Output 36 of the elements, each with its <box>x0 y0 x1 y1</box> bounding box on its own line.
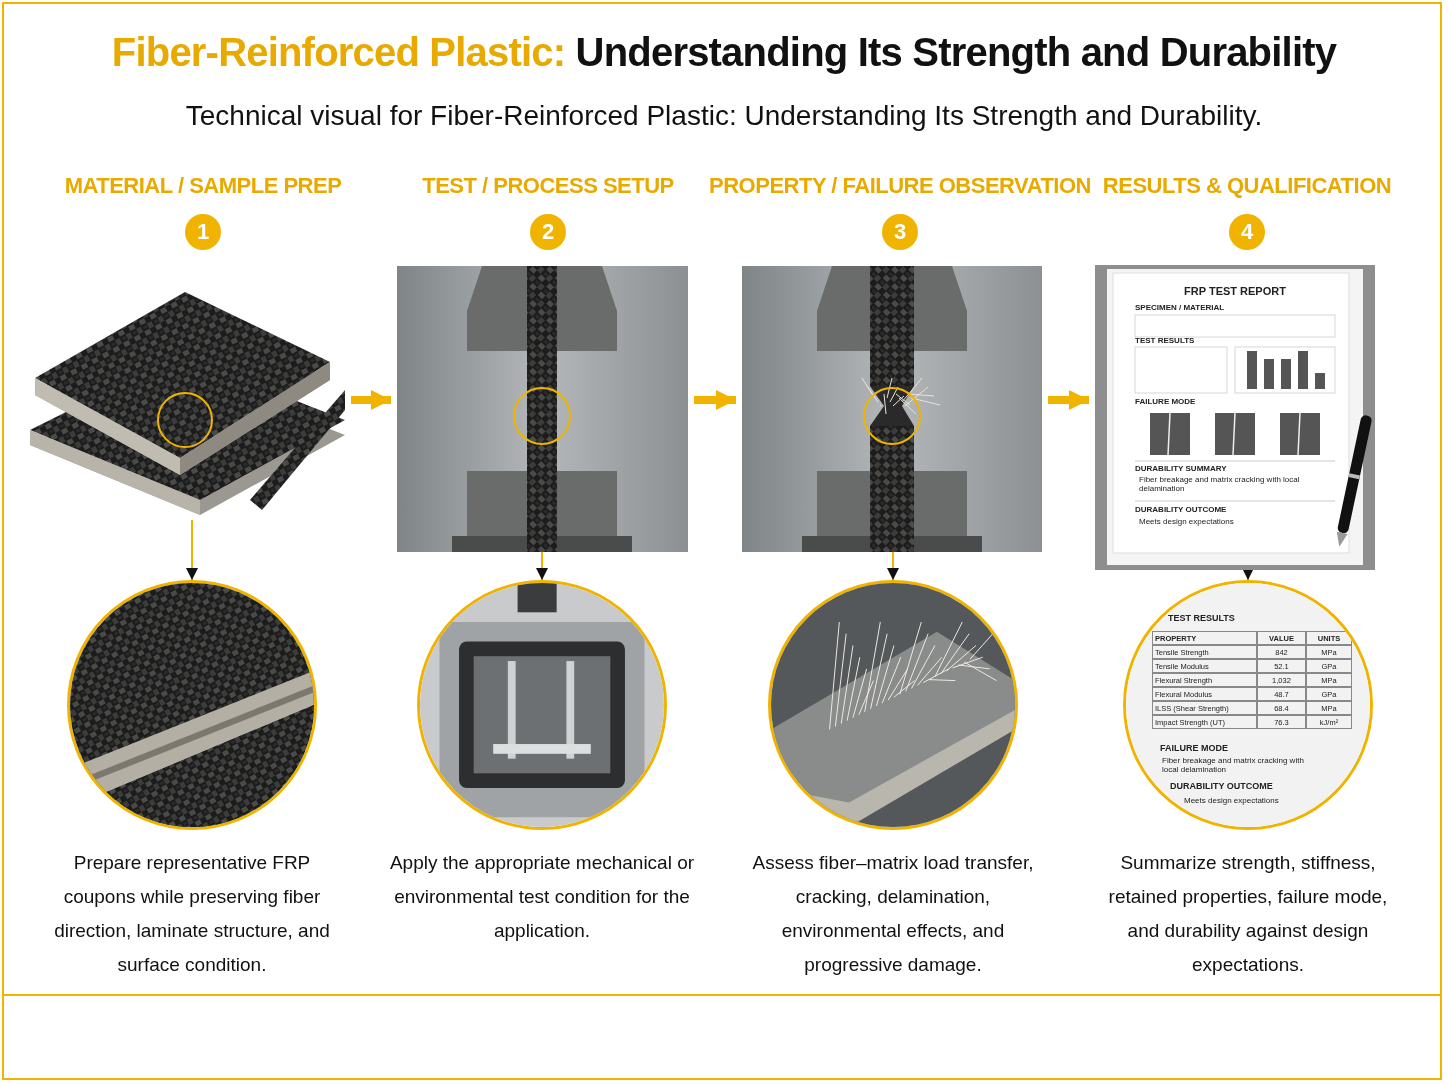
report-note: Fiber breakage and matrix cracking with local delamination <box>1162 756 1305 774</box>
step-number-badge: 3 <box>882 214 918 250</box>
leader-arrow <box>887 551 899 581</box>
leader-arrow <box>1242 568 1254 581</box>
test-report-photo <box>1095 265 1375 570</box>
section-heading: FAILURE MODE <box>1135 397 1196 406</box>
section-heading: DURABILITY SUMMARY <box>1135 464 1227 473</box>
leader-arrow <box>536 551 548 581</box>
magnified-weave-circle <box>67 580 317 830</box>
test-chamber-circle <box>417 580 667 830</box>
step-description: Prepare representative FRP coupons while preserving fiber direction, laminate structure, and surface condition. <box>53 851 331 977</box>
step-number-badge: 1 <box>185 214 221 250</box>
table-heading: TEST RESULTS <box>1168 613 1235 623</box>
section-heading: TEST RESULTS <box>1135 336 1195 345</box>
step-number-badge: 2 <box>530 214 566 250</box>
report-note: Fiber breakage and matrix cracking with local delamination <box>1139 475 1301 493</box>
step-heading: PROPERTY / FAILURE OBSERVATION <box>708 173 1092 199</box>
step-number-badge: 4 <box>1229 214 1265 250</box>
report-note: Meets design expectations <box>1139 517 1234 526</box>
subtitle: Technical visual for Fiber-Reinforced Plastic: Understanding Its Strength and Durability. <box>184 100 1264 132</box>
fracture-closeup-circle <box>768 580 1018 830</box>
leader-arrow <box>186 519 198 581</box>
step-description: Assess fiber–matrix load transfer, cracking, delamination, environmental effects, and progressive damage. <box>751 851 1035 977</box>
title: Fiber-Reinforced Plastic: Understanding Its Strength and Durability <box>110 30 1338 75</box>
results-table-circle <box>1123 580 1373 830</box>
section-heading: DURABILITY OUTCOME <box>1170 781 1273 791</box>
section-heading: SPECIMEN / MATERIAL <box>1135 303 1225 312</box>
step-description: Apply the appropriate mechanical or environmental test condition for the application. <box>388 851 696 943</box>
section-heading: FAILURE MODE <box>1160 743 1228 753</box>
section-heading: DURABILITY OUTCOME <box>1135 505 1227 514</box>
step-description: Summarize strength, stiffness, retained properties, failure mode, and durability against design expectations. <box>1107 851 1389 977</box>
report-note: Meets design expectations <box>1184 796 1279 805</box>
tensile-test-photo <box>397 266 688 552</box>
report-heading: FRP TEST REPORT <box>1183 285 1287 297</box>
fractured-specimen-photo <box>742 266 1042 552</box>
step-heading: MATERIAL / SAMPLE PREP <box>63 173 343 199</box>
